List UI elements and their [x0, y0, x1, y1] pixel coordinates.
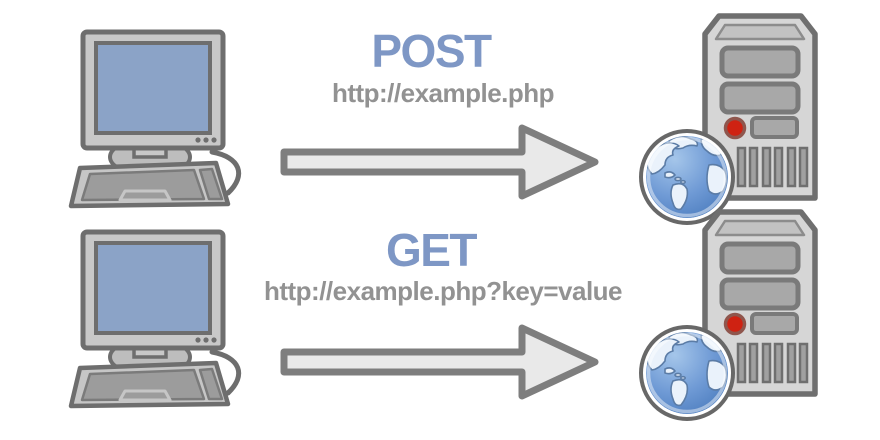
right-arrow-icon — [279, 321, 601, 403]
request-url-post: http://example.php — [331, 78, 555, 108]
method-label-get: GET — [385, 224, 478, 276]
method-label-post: POST — [371, 25, 492, 77]
right-arrow-icon — [279, 121, 601, 203]
server-tower-icon — [636, 12, 820, 228]
request-url-get: http://example.php?key=value — [263, 276, 623, 306]
server-tower-icon — [636, 208, 820, 424]
